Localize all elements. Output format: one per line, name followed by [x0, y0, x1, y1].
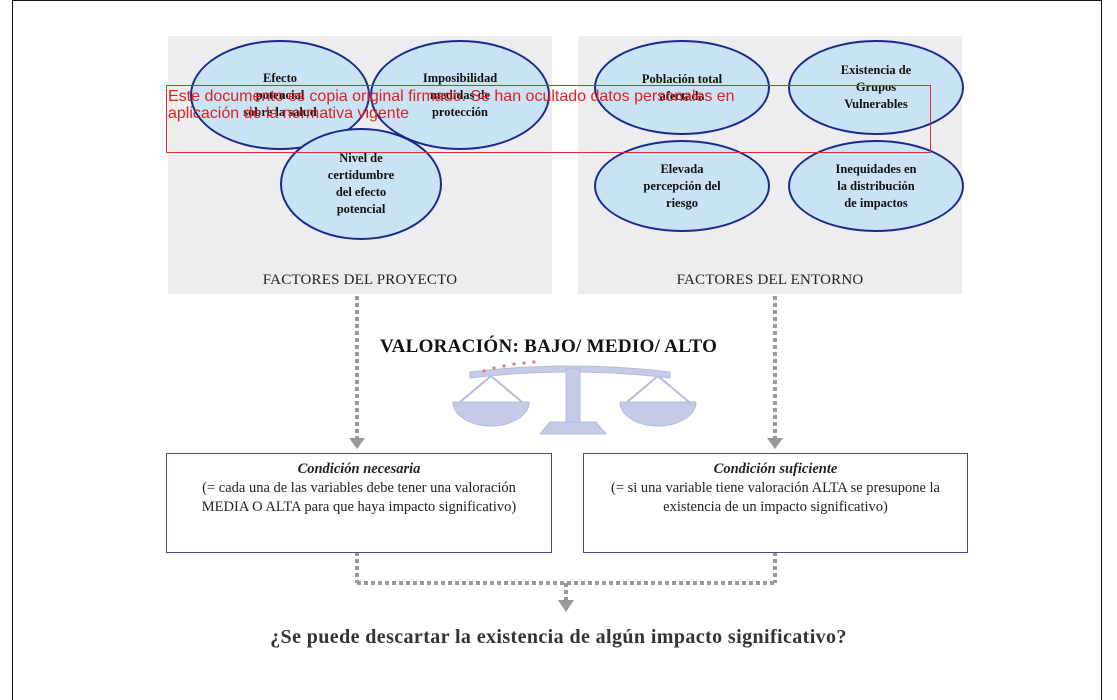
factor-impact-inequities: Inequidades en la distribución de impact…: [788, 140, 964, 232]
environment-factors-caption: FACTORES DEL ENTORNO: [676, 272, 864, 288]
scale-tick-marks: [482, 360, 536, 373]
necessary-condition-title: Condición necesaria: [297, 461, 421, 477]
factor-total-population: Población total afectada: [594, 40, 770, 135]
sufficient-condition-title: Condición suficiente: [713, 461, 838, 477]
sufficient-condition-box: Condición suficiente (= si una variable …: [583, 453, 968, 553]
factor-protection-measures: Imposibilidad medidas de protección: [370, 40, 550, 150]
center-arrow-head: [558, 600, 574, 612]
right-arrow-head: [767, 438, 783, 449]
watermark-text: Este documento es copia original firmado…: [168, 88, 938, 122]
left-arrow-head: [349, 438, 365, 449]
page-frame: [12, 0, 1102, 700]
watermark-line-1: Este documento es copia original firmado…: [168, 88, 735, 105]
sufficient-condition-body: (= si una variable tiene valoración ALTA…: [610, 480, 940, 515]
necessary-condition-box: Condición necesaria (= cada una de las v…: [166, 453, 552, 553]
final-question: ¿Se puede descartar la existencia de alg…: [270, 626, 847, 648]
valoracion-label: VALORACIÓN: BAJO/ MEDIO/ ALTO: [380, 336, 718, 357]
project-factors-caption: FACTORES DEL PROYECTO: [262, 272, 458, 288]
watermark-line-2: aplicación de la normativa vigente: [168, 105, 410, 122]
necessary-condition-body: (= cada una de las variables debe tener …: [201, 480, 517, 515]
factor-vulnerable-groups: Existencia de Grupos Vulnerables: [788, 40, 964, 135]
watermark-box: [166, 85, 931, 153]
balance-scale-icon: [452, 365, 697, 435]
factor-risk-perception: Elevada percepción del riesgo: [594, 140, 770, 232]
factor-certainty-level: Nivel de certidumbre del efecto potencia…: [280, 128, 442, 240]
